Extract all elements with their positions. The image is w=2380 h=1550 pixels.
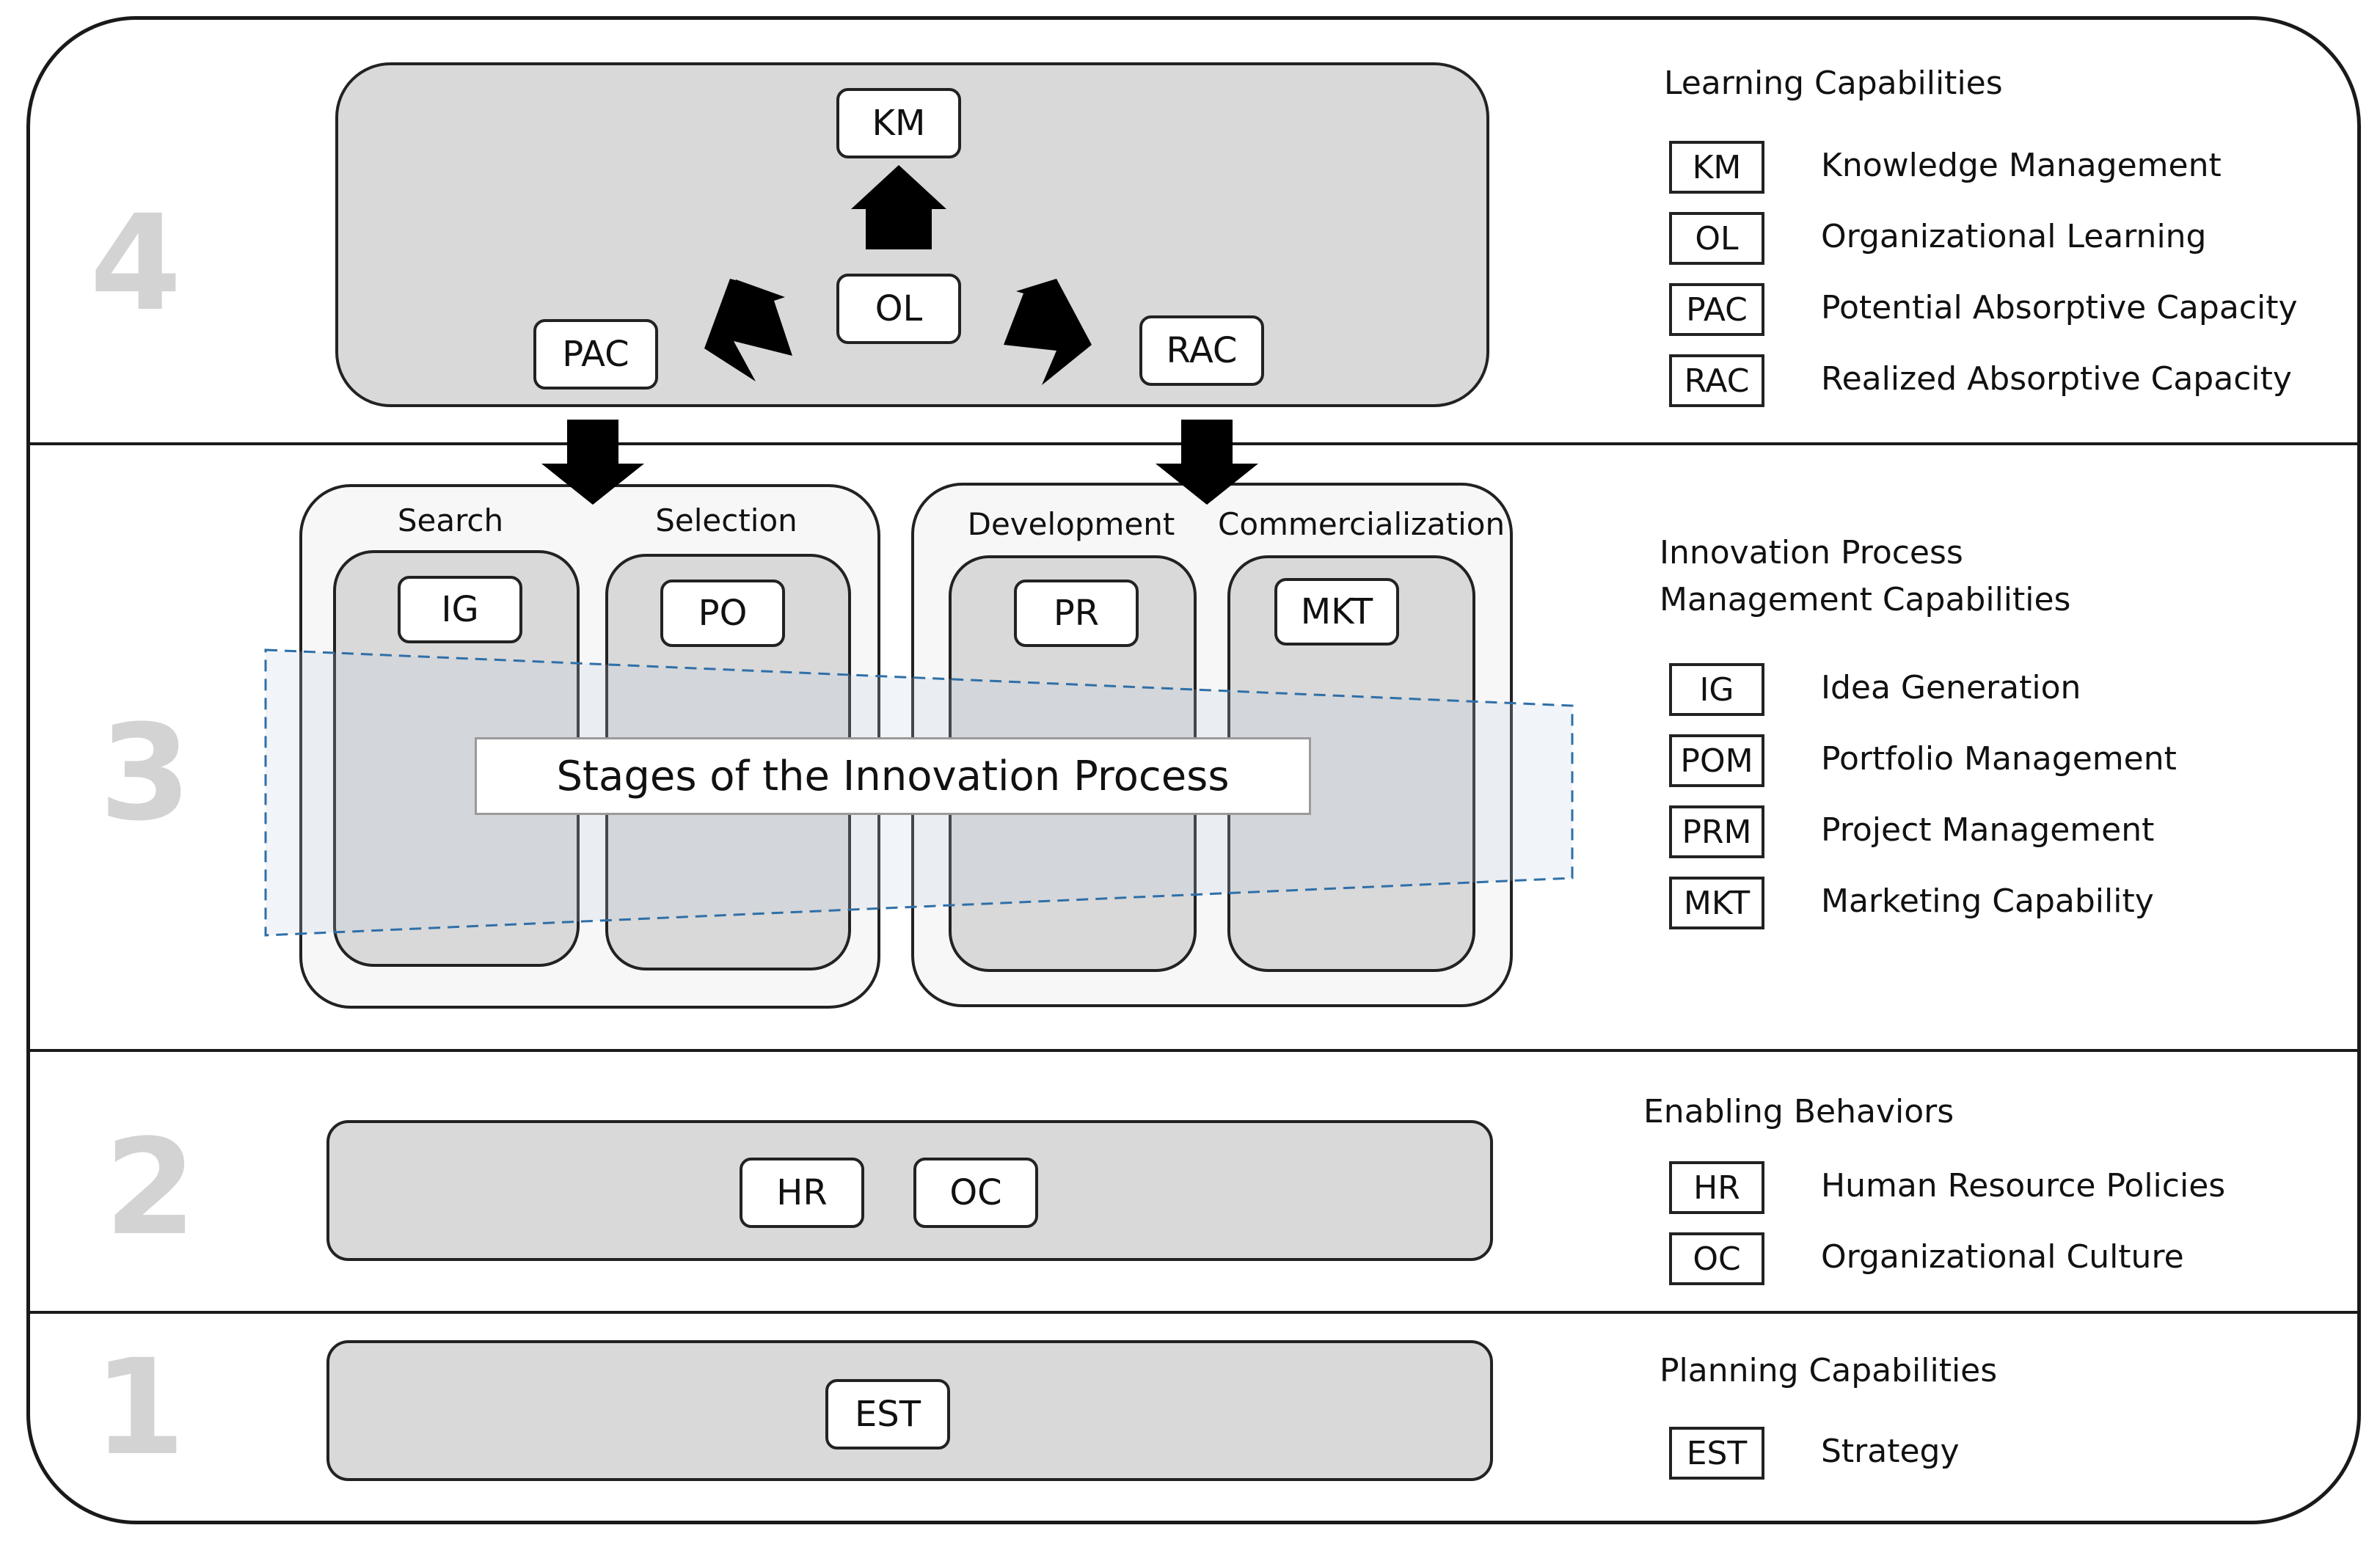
legend-key-ig: IG — [1669, 663, 1764, 716]
node-rac: RAC — [1139, 315, 1264, 386]
node-po: PO — [660, 580, 785, 647]
legend-key-rac: RAC — [1669, 354, 1764, 407]
node-km: KM — [836, 88, 961, 158]
separator-2-1 — [26, 1311, 2361, 1314]
arrow-right-down-icon — [1004, 279, 1092, 385]
node-ol: OL — [836, 274, 961, 344]
legend-label-mkt: Marketing Capability — [1821, 882, 2154, 920]
legend-label-ol: Organizational Learning — [1821, 218, 2207, 255]
legend-label-hr: Human Resource Policies — [1821, 1167, 2226, 1204]
legend-key-oc: OC — [1669, 1232, 1764, 1285]
legend-key-est: EST — [1669, 1427, 1764, 1480]
legend-heading-innovation-line2: Management Capabilities — [1660, 581, 2071, 618]
legend-label-oc: Organizational Culture — [1821, 1238, 2184, 1276]
node-oc: OC — [913, 1158, 1038, 1228]
legend-key-km: KM — [1669, 141, 1764, 194]
legend-label-pom: Portfolio Management — [1821, 740, 2177, 778]
level-number-3: 3 — [99, 697, 191, 850]
legend-label-est: Strategy — [1821, 1433, 1960, 1470]
legend-key-pom: POM — [1669, 734, 1764, 787]
arrow-down-right-icon — [1156, 420, 1258, 505]
legend-key-hr: HR — [1669, 1161, 1764, 1214]
stage-label-development: Development — [967, 506, 1175, 542]
legend-heading-innovation-line1: Innovation Process — [1660, 534, 1963, 571]
node-mkt: MKT — [1274, 578, 1399, 646]
stage-label-search: Search — [397, 502, 504, 538]
legend-key-pac: PAC — [1669, 283, 1764, 336]
node-pac: PAC — [533, 319, 658, 390]
level-number-2: 2 — [104, 1111, 197, 1265]
enabling-panel — [326, 1120, 1493, 1261]
level-number-4: 4 — [90, 187, 182, 340]
legend-label-ig: Idea Generation — [1821, 669, 2081, 706]
legend-heading-planning: Planning Capabilities — [1660, 1352, 1998, 1389]
legend-label-pac: Potential Absorptive Capacity — [1821, 289, 2298, 326]
planning-panel — [326, 1340, 1493, 1481]
stage-label-commercialization: Commercialization — [1218, 506, 1505, 542]
node-ig: IG — [398, 576, 522, 643]
arrow-up-shaft-icon — [866, 209, 932, 249]
separator-3-2 — [26, 1049, 2361, 1052]
node-est: EST — [825, 1379, 950, 1450]
arrow-down-left-icon — [541, 420, 644, 505]
node-pr: PR — [1014, 580, 1139, 647]
stage-label-selection: Selection — [655, 502, 797, 538]
legend-key-ol: OL — [1669, 212, 1764, 265]
level-number-1: 1 — [93, 1331, 186, 1485]
legend-label-prm: Project Management — [1821, 811, 2155, 849]
arrow-up-icon — [851, 165, 946, 249]
stages-banner: Stages of the Innovation Process — [475, 737, 1311, 815]
legend-key-prm: PRM — [1669, 805, 1764, 858]
legend-label-km: Knowledge Management — [1821, 147, 2222, 184]
node-hr: HR — [740, 1158, 864, 1228]
legend-label-rac: Realized Absorptive Capacity — [1821, 360, 2292, 398]
arrow-left-down-icon — [704, 279, 792, 381]
legend-heading-learning: Learning Capabilities — [1664, 65, 2003, 102]
legend-heading-enabling: Enabling Behaviors — [1643, 1093, 1954, 1130]
legend-key-mkt: MKT — [1669, 877, 1764, 929]
